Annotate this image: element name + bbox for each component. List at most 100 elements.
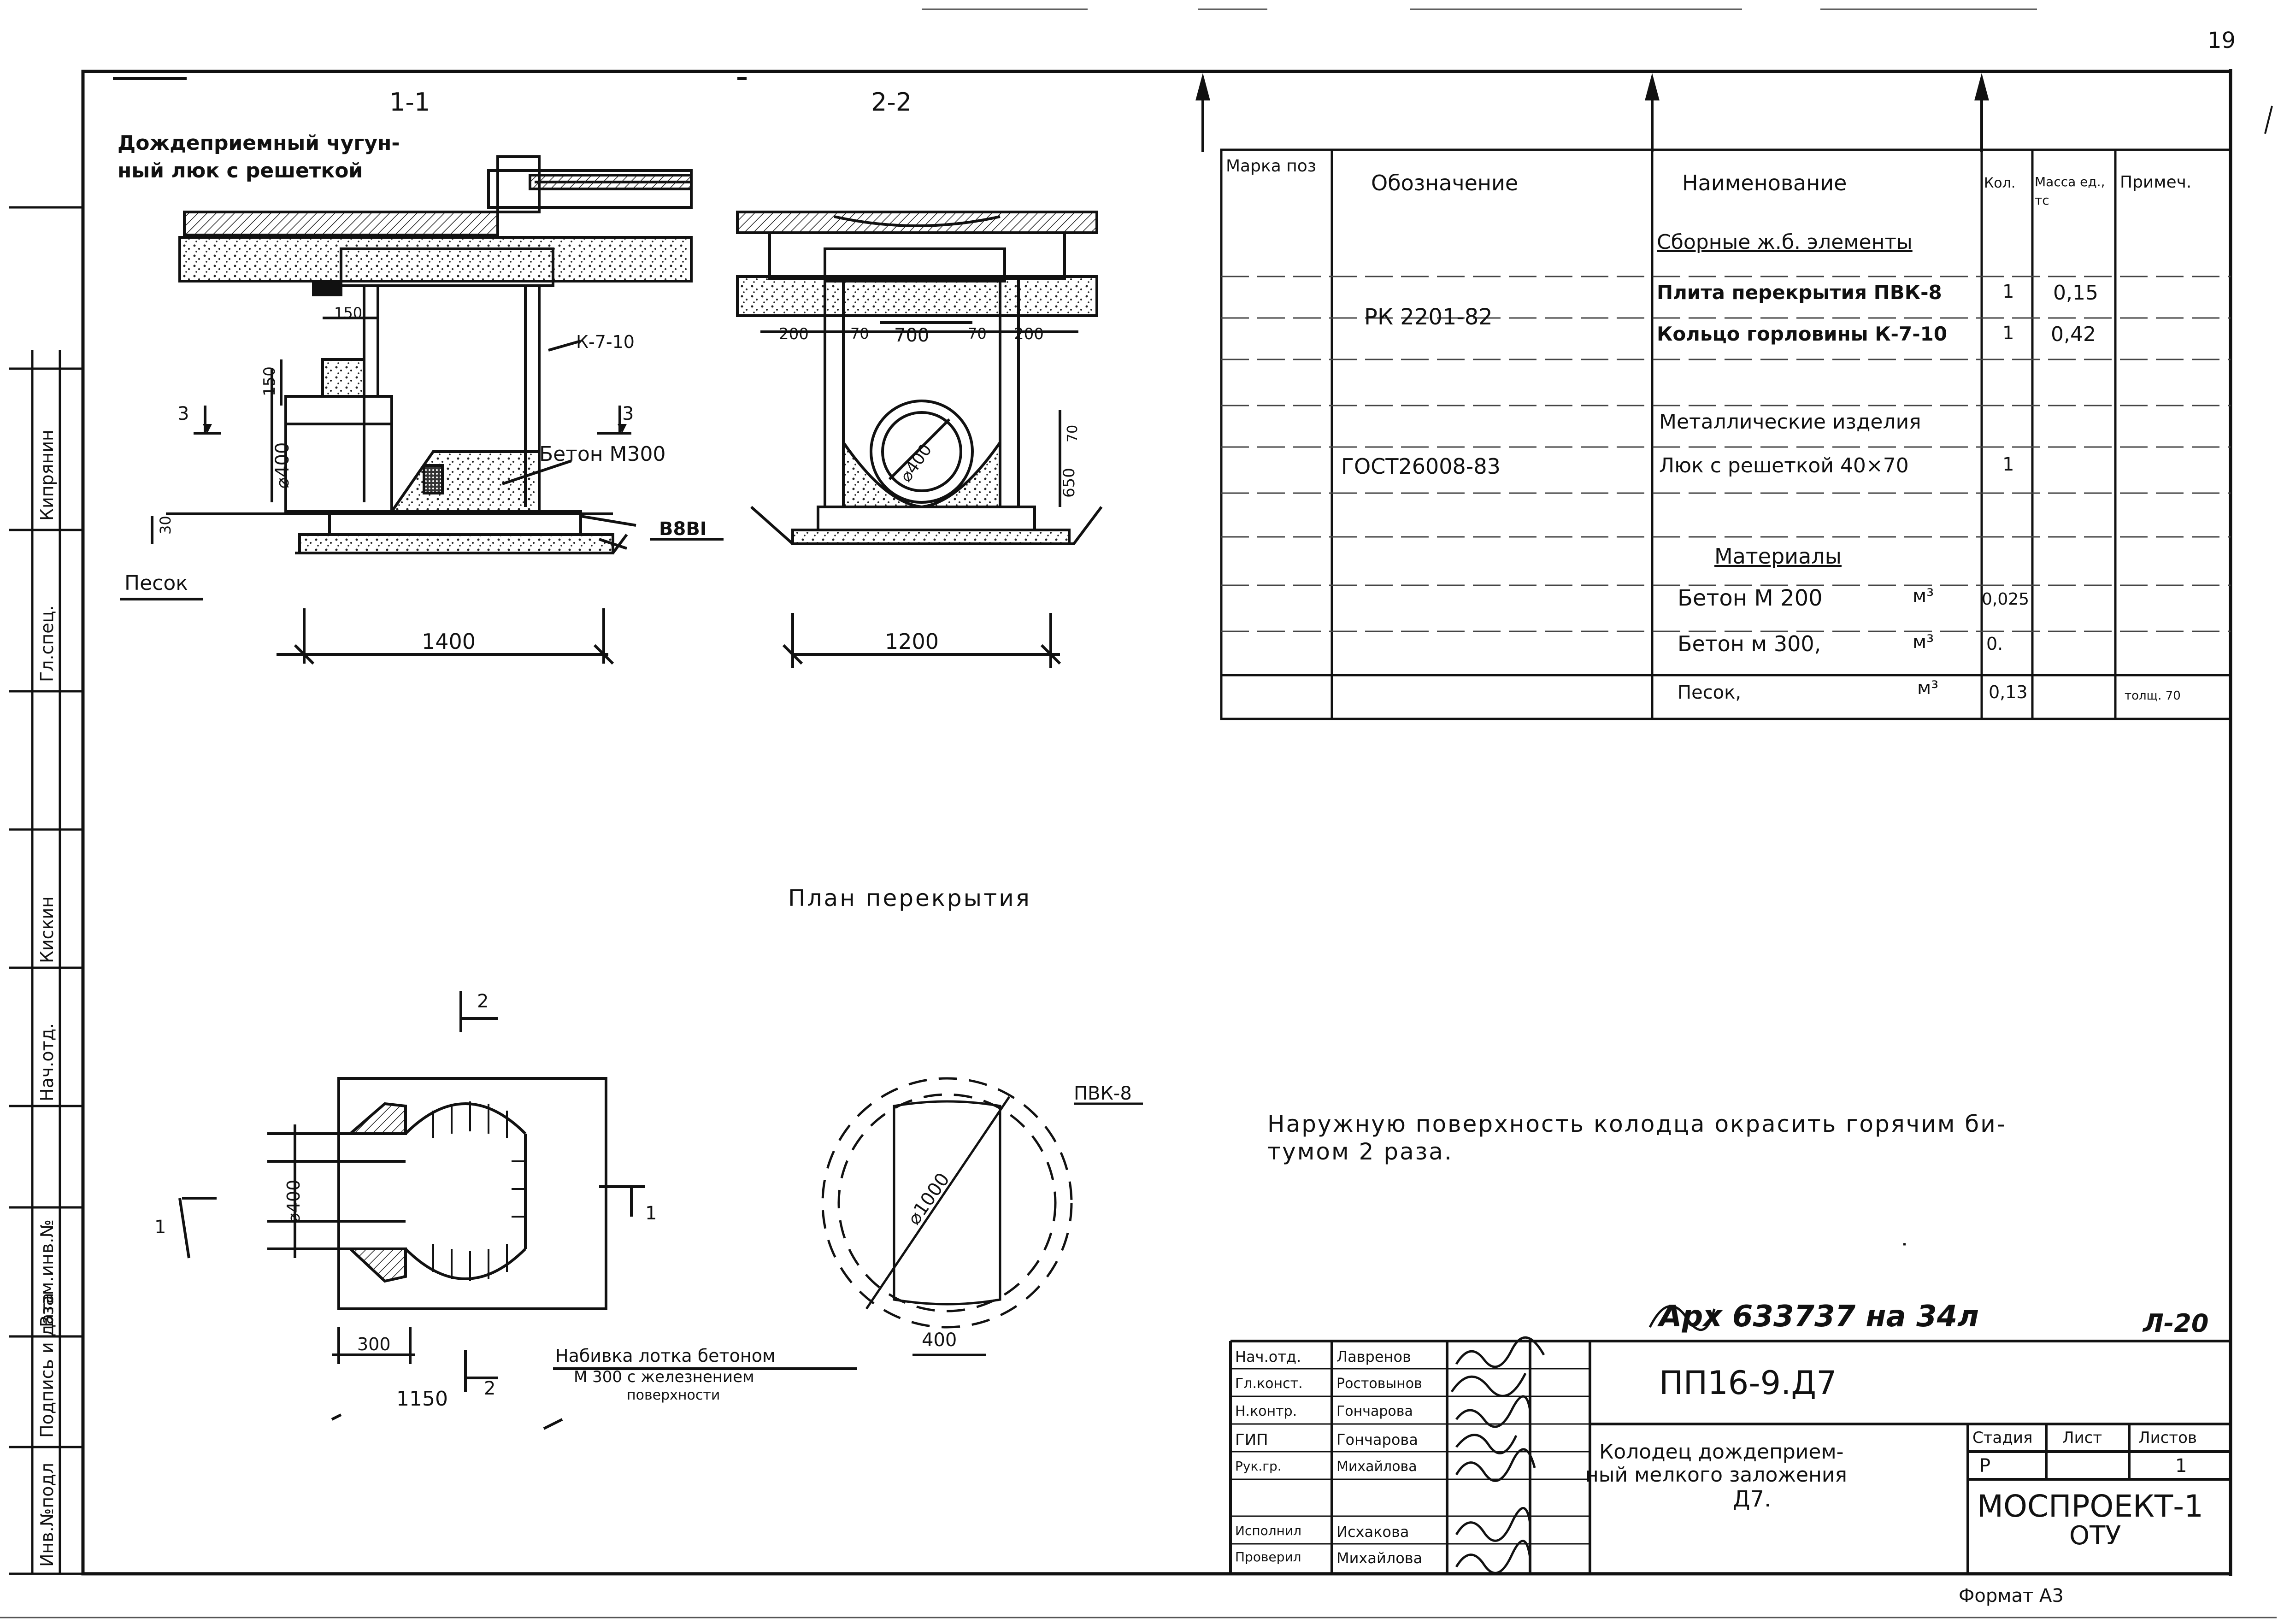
org-name: МОСПРОЕКТ-1 bbox=[1977, 1489, 2204, 1524]
row-heading-precast: Сборные ж.б. элементы bbox=[1657, 230, 1913, 254]
dim-200-right: 200 bbox=[1014, 325, 1044, 343]
level-label: В8ВІ bbox=[659, 518, 707, 540]
drawing-title-line3: Д7. bbox=[1733, 1486, 1772, 1512]
row-heading-metal: Металлические изделия bbox=[1659, 410, 1921, 434]
page-number: 19 bbox=[2207, 28, 2236, 53]
margin-kipyanin: Кипрянин bbox=[37, 430, 57, 521]
dim-150-side: 150 bbox=[260, 366, 279, 396]
dim-200-left: 200 bbox=[779, 325, 809, 343]
dim-650: 650 bbox=[1060, 468, 1078, 498]
header-designation: Обозначение bbox=[1371, 171, 1519, 195]
role-1: Нач.отд. bbox=[1235, 1348, 1301, 1365]
row-9-name: Бетон м 300, bbox=[1678, 631, 1821, 656]
dim-70-left: 70 bbox=[850, 325, 869, 342]
cut-mark-3-right: 3 bbox=[622, 403, 634, 424]
section-1-1-title: 1-1 bbox=[389, 88, 430, 117]
row-8-name: Бетон М 200 bbox=[1678, 585, 1823, 611]
row-10-unit: м³ bbox=[1917, 677, 1939, 699]
dim-1400: 1400 bbox=[422, 629, 476, 654]
dim-700: 700 bbox=[894, 325, 930, 346]
name-1: Лавренов bbox=[1336, 1348, 1411, 1365]
margin-instead-inv: Взам.инв.№ bbox=[37, 1219, 57, 1327]
row-9-qty: 0. bbox=[1986, 634, 2003, 654]
role-8: Проверил bbox=[1235, 1549, 1301, 1565]
org-dept: ОТУ bbox=[2069, 1521, 2121, 1551]
plan-dim-1150: 1150 bbox=[396, 1387, 448, 1411]
role-3: Н.контр. bbox=[1235, 1403, 1297, 1419]
header-note: Примеч. bbox=[2120, 173, 2192, 192]
concrete-label: Бетон М300 bbox=[539, 442, 666, 466]
row-2-name: Кольцо горловины К-7-10 bbox=[1657, 323, 1948, 345]
role-7: Исполнил bbox=[1235, 1523, 1302, 1538]
plan-dim-300: 300 bbox=[357, 1334, 391, 1354]
margin-nach-otd: Нач.отд. bbox=[37, 1023, 57, 1101]
plan-title: План перекрытия bbox=[788, 885, 1031, 912]
name-7: Исхакова bbox=[1336, 1523, 1409, 1541]
section-2-2-title: 2-2 bbox=[871, 88, 912, 117]
row-8-unit: м³ bbox=[1913, 585, 1934, 606]
dim-d400-section1: ⌀400 bbox=[272, 442, 293, 488]
dim-70-right: 70 bbox=[968, 325, 987, 342]
name-2: Ростовынов bbox=[1336, 1376, 1422, 1392]
plan-note-line3: поверхности bbox=[627, 1387, 720, 1403]
sheet-label: Лист bbox=[2062, 1429, 2102, 1447]
plan-dim-d400: ⌀400 bbox=[283, 1179, 304, 1224]
slab-label: ПВК-8 bbox=[1074, 1083, 1132, 1104]
plan-mark-bottom: 2 bbox=[484, 1378, 496, 1399]
hatch-label-line1: Дождеприемный чугун- bbox=[118, 131, 400, 155]
row-10-note: толщ. 70 bbox=[2125, 689, 2181, 703]
sheets-value: 1 bbox=[2175, 1455, 2187, 1477]
row-2-mass: 0,42 bbox=[2051, 323, 2096, 346]
plan-note-line1: Набивка лотка бетоном bbox=[555, 1346, 776, 1366]
general-note-line1: Наружную поверхность колодца окрасить го… bbox=[1267, 1111, 2007, 1137]
dim-30: 30 bbox=[157, 516, 174, 535]
name-3: Гончарова bbox=[1336, 1403, 1413, 1419]
plan-mark-right: 1 bbox=[645, 1203, 657, 1224]
drawing-title-line2: ный мелкого заложения bbox=[1585, 1463, 1847, 1487]
archive-number: Арх 633737 на 34л bbox=[1659, 1300, 1979, 1334]
ring-label: К-7-10 bbox=[576, 332, 635, 352]
row-heading-materials: Материалы bbox=[1714, 544, 1842, 569]
header-mass: Масса ед., тс bbox=[2035, 174, 2105, 208]
drawing-title-line1: Колодец дождеприем- bbox=[1599, 1440, 1844, 1464]
row-9-unit: м³ bbox=[1913, 631, 1934, 653]
dim-1200: 1200 bbox=[885, 629, 939, 654]
row-5-designation: ГОСТ26008-83 bbox=[1341, 454, 1501, 479]
hatch-label-line2: ный люк с решеткой bbox=[118, 159, 363, 182]
general-note-line2: тумом 2 раза. bbox=[1267, 1138, 1453, 1165]
stage-value: Р bbox=[1979, 1455, 1991, 1477]
name-5: Михайлова bbox=[1336, 1459, 1417, 1475]
row-5-qty: 1 bbox=[2002, 454, 2014, 475]
role-4: ГИП bbox=[1235, 1431, 1268, 1449]
drawing-code: ПП16-9.Д7 bbox=[1659, 1364, 1837, 1402]
role-2: Гл.конст. bbox=[1235, 1376, 1303, 1392]
margin-inv-orig: Инв.№подл bbox=[37, 1463, 57, 1567]
name-8: Михайлова bbox=[1336, 1549, 1423, 1567]
row-5-name: Люк с решеткой 40×70 bbox=[1659, 454, 1909, 477]
sheets-label: Листов bbox=[2138, 1429, 2197, 1447]
slab-dim-400: 400 bbox=[922, 1330, 957, 1351]
sand-label: Песок bbox=[124, 571, 188, 595]
row-1-designation: РК 2201-82 bbox=[1364, 304, 1493, 330]
dim-150-top: 150 bbox=[334, 304, 363, 322]
row-1-name: Плита перекрытия ПВК-8 bbox=[1657, 281, 1942, 304]
margin-gl-spec: Гл.спец. bbox=[37, 605, 57, 682]
role-5: Рук.гр. bbox=[1235, 1459, 1282, 1474]
row-2-qty: 1 bbox=[2002, 323, 2014, 344]
plan-note-line2: М 300 с железнением bbox=[574, 1368, 754, 1386]
header-mark: Марка поз bbox=[1226, 157, 1316, 176]
header-name: Наименование bbox=[1682, 171, 1847, 195]
plan-mark-left: 1 bbox=[154, 1217, 166, 1238]
name-4: Гончарова bbox=[1336, 1431, 1418, 1448]
margin-kiskin: Кискин bbox=[37, 896, 57, 963]
header-qty: Кол. bbox=[1984, 175, 2016, 191]
stage-label: Стадия bbox=[1972, 1429, 2033, 1447]
plan-mark-top: 2 bbox=[477, 991, 489, 1012]
archive-sheet-ref: Л-20 bbox=[2143, 1309, 2209, 1338]
dim-70-vertical: 70 bbox=[1065, 424, 1081, 442]
row-1-qty: 1 bbox=[2002, 281, 2014, 302]
row-10-qty: 0,13 bbox=[1989, 682, 2028, 702]
row-8-qty: 0,025 bbox=[1982, 590, 2030, 609]
